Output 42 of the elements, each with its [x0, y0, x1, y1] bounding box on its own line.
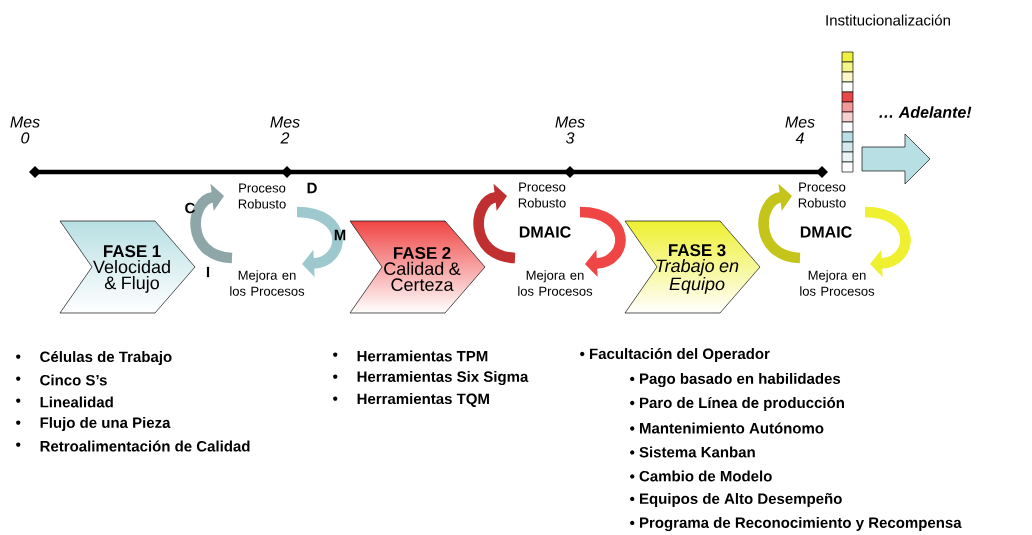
list-item: Herramientas Six Sigma: [357, 370, 529, 385]
list-item: Flujo de una Pieza: [40, 417, 171, 431]
list-item: • Mantenimiento Autónomo: [630, 422, 824, 434]
bullet: •: [333, 352, 338, 357]
bullet: •: [16, 376, 21, 381]
forward-label: … Adelante!: [879, 106, 972, 118]
timeline-label: Mes 3: [555, 116, 585, 144]
bullet: •: [333, 396, 338, 401]
list-item: • Sistema Kanban: [630, 446, 755, 458]
list-item: • Paro de Línea de producción: [630, 396, 844, 412]
cycle-text: Mejora en los Procesos: [518, 270, 593, 296]
timeline-label: Mes 0: [10, 116, 40, 144]
timeline-label: Mes 2: [270, 116, 300, 144]
list-item: • Programa de Reconocimiento y Recompensa: [630, 516, 962, 531]
cycle-text: Proceso Robusto: [238, 183, 286, 209]
cycle-text: Mejora en los Procesos: [230, 270, 305, 296]
list-item: Herramientas TPM: [357, 350, 488, 362]
list-item: • Pago basado en habilidades: [630, 372, 841, 387]
timeline-label: Mes 4: [785, 116, 815, 144]
bullet: •: [16, 442, 21, 447]
chevron: FASE 1 Velocidad & Flujo: [59, 220, 196, 314]
bullet: •: [16, 398, 21, 403]
chevron: FASE 3 Trabajo en Equipo: [624, 220, 761, 314]
list-item: Retroalimentación de Calidad: [40, 440, 250, 452]
list-item: Células de Trabajo: [40, 350, 172, 366]
cycle-text: Proceso Robusto: [518, 182, 566, 208]
list-item: • Facultación del Operador: [580, 347, 770, 363]
cycle-letter: D: [307, 182, 317, 194]
list-item: • Cambio de Modelo: [630, 470, 772, 482]
phase-label: Institucionalización: [826, 14, 950, 26]
cycle-label: DMAIC: [519, 226, 571, 238]
chevron: FASE 2 Calidad & Certeza: [349, 220, 486, 314]
cycle-text: Mejora en los Procesos: [800, 270, 875, 296]
list-item: Cinco S’s: [40, 374, 107, 386]
cycle-label: DMAIC: [800, 226, 852, 238]
bullet: •: [16, 420, 21, 425]
list-item: Linealidad: [40, 396, 113, 408]
list-item: • Equipos de Alto Desempeño: [630, 493, 842, 507]
cycle-text: Proceso Robusto: [798, 182, 846, 208]
bullet: •: [16, 354, 21, 359]
bullet: •: [333, 374, 338, 379]
list-item: Herramientas TQM: [357, 393, 489, 407]
